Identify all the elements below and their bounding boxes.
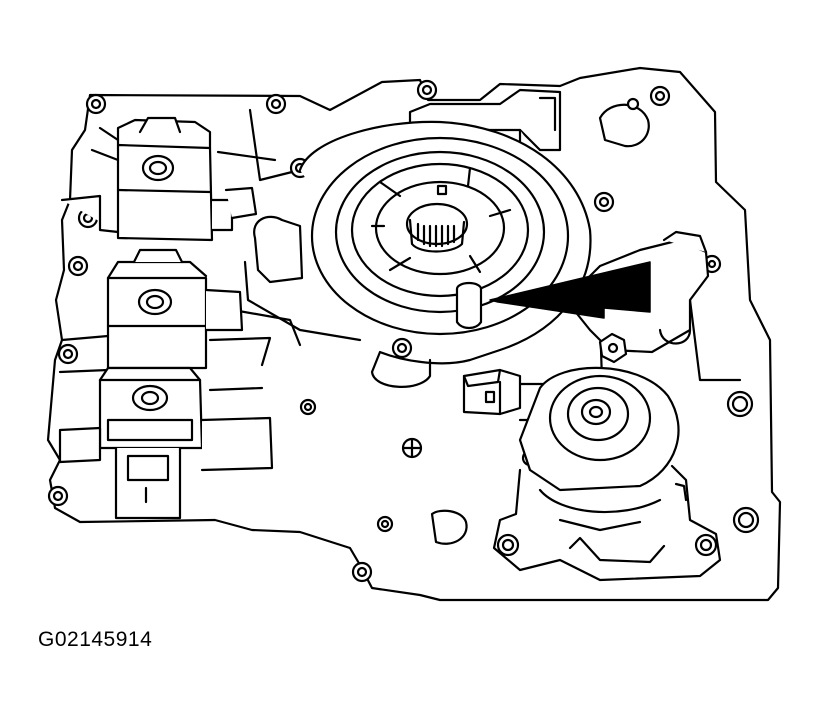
pump-housing bbox=[298, 120, 592, 388]
solenoid-middle bbox=[58, 248, 244, 374]
locating-pin bbox=[455, 281, 483, 330]
indicator-arrow bbox=[489, 261, 651, 319]
range-sensor bbox=[492, 366, 722, 582]
solenoid-lower bbox=[58, 366, 274, 520]
solenoid-upper bbox=[60, 116, 258, 242]
figure-code: G02145914 bbox=[38, 628, 153, 651]
